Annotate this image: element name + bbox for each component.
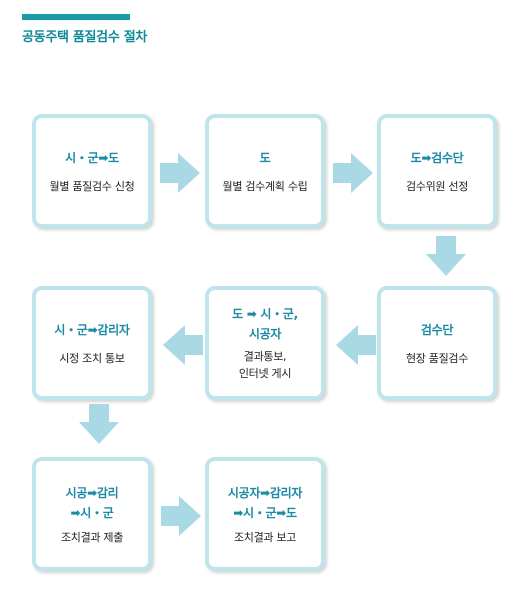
- step-3-heading: 도➡검수단: [410, 150, 464, 165]
- step-7-heading-line-1: 시공➡감리: [65, 485, 119, 500]
- step-box-1: 시・군➡도 월별 품질검수 신청: [32, 114, 152, 228]
- step-box-4: 검수단 현장 품질검수: [377, 286, 497, 400]
- arrow-right-icon: [160, 153, 200, 193]
- step-2-heading: 도: [259, 150, 271, 165]
- step-7-description: 조치결과 제출: [60, 530, 124, 544]
- step-8-description: 조치결과 보고: [233, 530, 297, 544]
- step-8-heading-line-1: 시공자➡감리자: [227, 485, 303, 500]
- arrow-left-icon: [163, 325, 203, 365]
- step-8-heading-line-2: ➡시・군➡도: [233, 505, 297, 520]
- arrow-left-icon: [336, 325, 376, 365]
- arrow-right-icon: [161, 496, 201, 536]
- step-box-6: 시・군➡감리자 시정 조치 통보: [32, 286, 152, 400]
- step-box-2: 도 월별 검수계획 수립: [205, 114, 325, 228]
- step-3-description: 검수위원 선정: [405, 179, 469, 193]
- step-6-description: 시정 조치 통보: [59, 351, 125, 365]
- step-4-heading: 검수단: [420, 322, 454, 337]
- step-5-description-line-1: 결과통보,: [243, 350, 287, 363]
- step-box-8: 시공자➡감리자 ➡시・군➡도 조치결과 보고: [205, 457, 325, 571]
- step-1-heading: 시・군➡도: [65, 150, 119, 165]
- arrow-down-icon: [426, 236, 466, 276]
- step-box-3: 도➡검수단 검수위원 선정: [377, 114, 497, 228]
- arrow-right-icon: [333, 153, 373, 193]
- step-5-heading-line-2: 시공자: [248, 327, 282, 341]
- step-6-heading: 시・군➡감리자: [54, 322, 130, 337]
- step-1-description: 월별 품질검수 신청: [49, 179, 135, 193]
- step-4-description: 현장 품질검수: [405, 351, 469, 365]
- step-7-heading-line-2: ➡시・군: [70, 505, 114, 520]
- step-5-heading-line-1: 도 ➡ 시・군,: [232, 307, 298, 321]
- page-title: 공동주택 품질검수 절차: [22, 30, 148, 45]
- arrow-down-icon: [79, 404, 119, 444]
- title-accent-bar: [22, 14, 130, 20]
- step-2-description: 월별 검수계획 수립: [222, 179, 308, 193]
- step-5-description-line-2: 인터넷 게시: [238, 367, 292, 380]
- step-box-5: 도 ➡ 시・군, 시공자 결과통보, 인터넷 게시: [205, 286, 325, 400]
- step-box-7: 시공➡감리 ➡시・군 조치결과 제출: [32, 457, 152, 571]
